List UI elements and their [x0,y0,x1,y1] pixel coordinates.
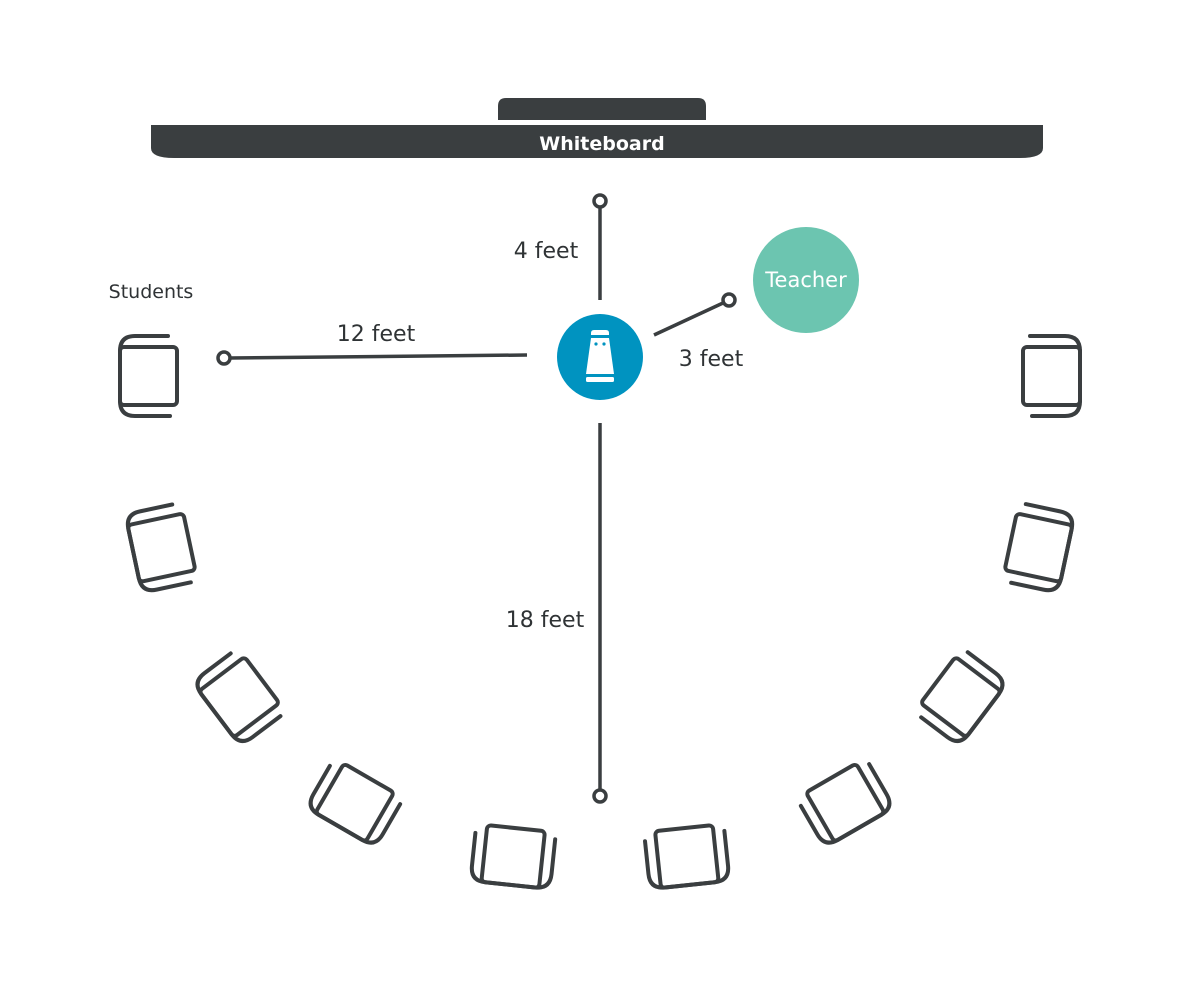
chair [303,756,406,850]
chair [1021,334,1082,418]
chair [190,646,289,749]
line-to-teacher [653,301,724,337]
distance-label-18ft: 18 feet [506,608,585,633]
chair [794,756,897,850]
chair [118,334,179,418]
distance-label-12ft: 12 feet [337,322,416,347]
line-to-side-students [229,353,528,360]
endpoint [721,292,737,308]
teacher-label: Teacher [764,268,847,292]
chair [123,500,200,595]
teacher: Teacher [753,227,859,333]
distance-label-3ft: 3 feet [679,347,744,372]
device [557,314,643,400]
endpoint [592,788,608,804]
whiteboard-label: Whiteboard [539,133,664,155]
endpoint [592,193,608,209]
chair [642,821,732,892]
students-label: Students [109,281,194,303]
distance-label-4ft: 4 feet [514,239,579,264]
chair [468,821,558,892]
chair [911,646,1010,749]
whiteboard: Whiteboard [151,98,1043,158]
endpoint [216,350,232,366]
distance-lines [216,193,737,804]
chair [1000,500,1077,595]
speaker-device-icon [586,330,614,382]
